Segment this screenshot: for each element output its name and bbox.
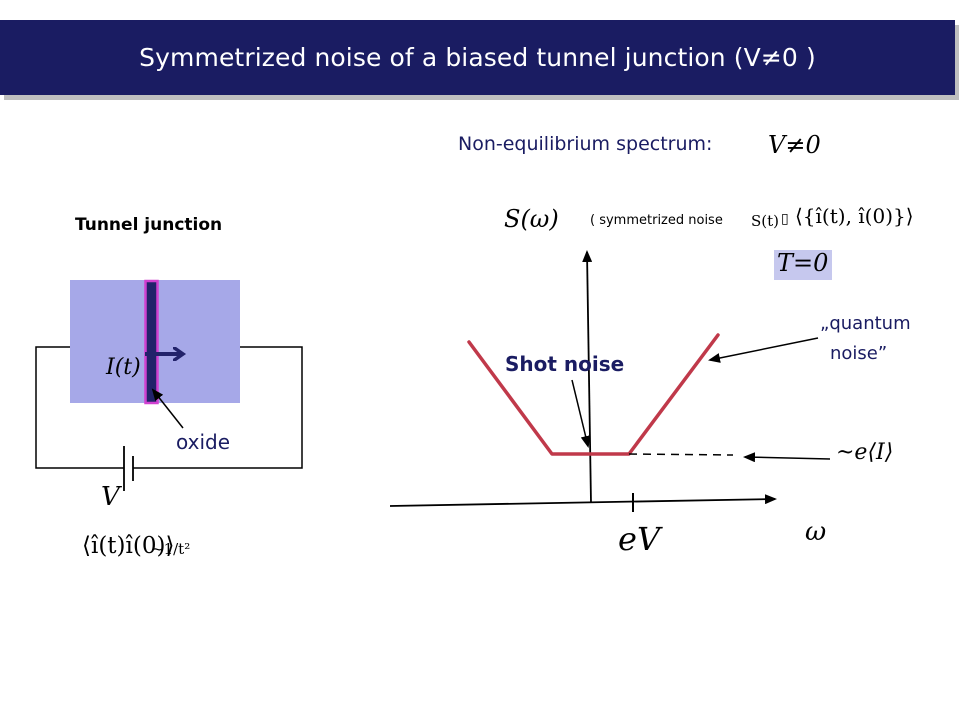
- temperature-label: T=0: [777, 249, 829, 277]
- slide-title: Symmetrized noise of a biased tunnel jun…: [139, 43, 816, 72]
- symmetrized-formula-rhs: ⟨{î(t), î(0)}⟩: [795, 204, 914, 228]
- x-axis: [389, 494, 777, 507]
- temperature-box: [774, 250, 832, 280]
- oxide-barrier: [144, 279, 159, 405]
- oxide-label: oxide: [176, 430, 231, 454]
- y-axis-label: S(ω): [504, 205, 559, 233]
- spectrum-heading: Non-equilibrium spectrum:: [458, 133, 713, 155]
- level-pointer: [743, 452, 831, 463]
- tunnel-junction-circuit: [35, 279, 303, 491]
- symmetrized-formula-lhs: S(t): [751, 212, 780, 230]
- x-tick-label: eV: [618, 520, 661, 558]
- shot-noise-label: Shot noise: [505, 352, 625, 376]
- quantum-noise-label-line2: noise”: [830, 343, 888, 364]
- correlator-lhs: ⟨î(t)î(0)⟩: [82, 533, 175, 559]
- quantum-noise-pointer: [708, 337, 819, 363]
- tunnel-junction-label: Tunnel junction: [75, 215, 223, 235]
- spectrum-heading-math: V≠0: [768, 131, 821, 159]
- oxide-pointer: [151, 388, 184, 429]
- correlator-rhs: ~1/t²: [151, 540, 191, 558]
- title-bar: Symmetrized noise of a biased tunnel jun…: [0, 20, 955, 95]
- spectrum-plot: [389, 250, 832, 512]
- current-symbol: I(t): [106, 355, 141, 380]
- y-axis: [582, 250, 593, 504]
- spectrum-curve: [467, 333, 720, 456]
- circuit-wire-right: [133, 346, 303, 469]
- symmetrized-note: ( symmetrized noise: [590, 213, 723, 228]
- quantum-noise-label-line1: „quantum: [820, 313, 911, 334]
- shot-noise-pointer: [571, 379, 591, 448]
- level-label: ~e⟨I⟩: [836, 440, 894, 465]
- voltage-symbol: V: [101, 482, 120, 512]
- plateau-dashed-line: [628, 453, 734, 456]
- x-axis-label: ω: [805, 517, 827, 547]
- circuit-wire-left: [35, 346, 124, 469]
- symmetrized-formula-box: ▯: [781, 211, 789, 227]
